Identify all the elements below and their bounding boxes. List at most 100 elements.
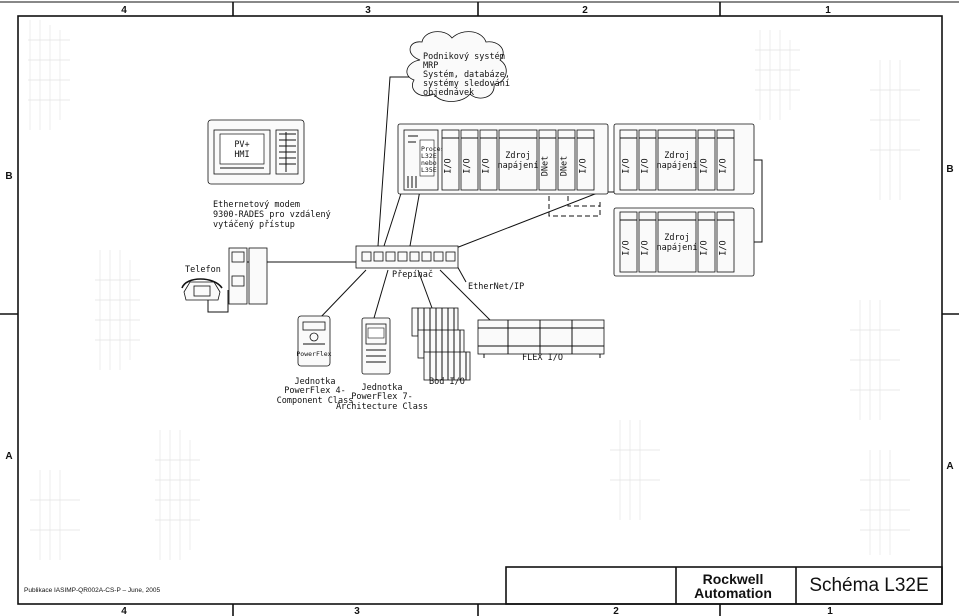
cloud-line-2: MRP: [423, 61, 438, 71]
column-marker-top-4: 4: [121, 5, 127, 16]
processor-label-line-1: Procesor: [421, 145, 452, 153]
chassis-slot: [657, 211, 697, 273]
powerflex7-label-line-3: Architecture Class: [336, 402, 428, 412]
ethernet-switch: [355, 245, 459, 269]
chassis-slot: [716, 211, 735, 273]
network-label: EtherNet/IP: [468, 282, 524, 292]
row-marker-left-b: B: [5, 171, 12, 182]
slot-label: I/O: [444, 158, 454, 173]
switch-port: [397, 251, 408, 262]
title-block: [505, 566, 943, 605]
switch-port: [433, 251, 444, 262]
chassis-slot: [619, 129, 638, 191]
switch-port: [445, 251, 456, 262]
column-marker-top-3: 3: [365, 5, 371, 16]
switch-port: [421, 251, 432, 262]
chassis-slot: [716, 129, 735, 191]
rockwell-logo-line-1: Rockwell: [703, 571, 764, 587]
enterprise-system-cloud: Podnikový systém MRP Systém, databáze, s…: [406, 31, 510, 102]
row-marker-right-a: A: [946, 461, 953, 472]
slot-label: I/O: [719, 158, 729, 173]
hmi-label-line-1: PV+: [234, 140, 249, 150]
processor-label-line-2: L32E: [421, 152, 437, 160]
column-marker-bottom-2: 2: [613, 606, 619, 616]
chassis-slot: [619, 211, 638, 273]
processor-label-line-3: nebo: [421, 159, 437, 167]
flex-io-modules: [477, 319, 605, 358]
telephone-icon: [181, 278, 223, 301]
slot-label: I/O: [641, 240, 651, 255]
switch-port: [361, 251, 372, 262]
cloud-line-5: objednávek: [423, 88, 474, 98]
ethernet-modem-device: [228, 247, 268, 305]
modem-label-line-1: Ethernetový modem: [213, 200, 300, 210]
power-supply-label: Zdroj: [505, 151, 531, 161]
chassis-slot: [460, 129, 479, 191]
power-supply-label: napájení: [657, 161, 698, 171]
processor-label-line-4: L35E: [421, 166, 437, 174]
switch-port: [409, 251, 420, 262]
slot-label: DNet: [541, 156, 551, 176]
cloud-line-1: Podnikový systém: [423, 51, 505, 62]
powerflex-4-drive: PowerFlex: [296, 315, 332, 367]
slot-label: I/O: [700, 240, 710, 255]
switch-port: [373, 251, 384, 262]
cloud-line-4: systémy sledování: [423, 78, 510, 89]
background-texture: [28, 20, 920, 560]
slot-label: I/O: [579, 158, 589, 173]
powerflex-7-drive: [361, 317, 391, 375]
row-marker-right-b: B: [946, 164, 953, 175]
slot-label: I/O: [700, 158, 710, 173]
powerflex4-label-line-2: PowerFlex 4-: [284, 386, 345, 396]
powerflex7-label-line-2: PowerFlex 7-: [351, 392, 412, 402]
controllogix-chassis-1: Procesor L32E nebo L35E I/O I/O I/O Zdrojna…: [397, 123, 609, 195]
power-supply-label: Zdroj: [664, 233, 690, 243]
slot-label: I/O: [622, 240, 632, 255]
switch-label: Přepínač: [392, 269, 433, 280]
panelview-hmi-terminal: PV+ HMI: [207, 119, 305, 185]
column-marker-bottom-3: 3: [354, 606, 360, 616]
telefon-label: Telefon: [185, 265, 221, 275]
modem-label-line-3: vytáčený přístup: [213, 219, 295, 230]
slot-label: I/O: [482, 158, 492, 173]
chassis-slot: [576, 129, 595, 191]
column-marker-top-1: 1: [825, 5, 831, 16]
cloud-line-3: Systém, databáze,: [423, 69, 510, 80]
modem-label-line-2: 9300-RADES pro vzdálený: [213, 210, 331, 220]
rockwell-logo-line-2: Automation: [694, 585, 772, 601]
slot-label: I/O: [719, 240, 729, 255]
chassis-slot: [479, 129, 498, 191]
column-marker-bottom-4: 4: [121, 606, 127, 616]
chassis-slot: [538, 129, 557, 191]
chassis-slot: [697, 129, 716, 191]
slot-label: DNet: [560, 156, 570, 176]
publication-id: Publikace IASIMP-QR002A-CS-P – June, 200…: [24, 587, 160, 594]
flexio-label: FLEX I/O: [522, 353, 563, 363]
slot-label: I/O: [641, 158, 651, 173]
power-supply-label: Zdroj: [664, 151, 690, 161]
powerflex4-label-line-3: Component Class: [277, 396, 354, 406]
power-supply-label: napájení: [657, 243, 698, 253]
bodio-label: Bod I/O: [429, 377, 465, 387]
power-supply-label: napájení: [498, 161, 539, 171]
point-io-rack: [423, 351, 471, 381]
switch-port: [385, 251, 396, 262]
point-io-modules: [411, 307, 471, 381]
chassis-slot: [441, 129, 460, 191]
column-marker-bottom-1: 1: [827, 606, 833, 616]
chassis-slot: [638, 211, 657, 273]
chassis-slot: [657, 129, 697, 191]
drawing-title: Schéma L32E: [809, 575, 928, 596]
slot-label: I/O: [622, 158, 632, 173]
chassis-slot: [638, 129, 657, 191]
hmi-label-line-2: HMI: [234, 150, 249, 160]
slot-label: I/O: [463, 158, 473, 173]
powerflex7-label-line-1: Jednotka: [362, 383, 403, 393]
chassis-slot: [498, 129, 538, 191]
powerflex4-label-line-1: Jednotka: [295, 377, 336, 387]
powerflex4-badge: PowerFlex: [296, 350, 331, 358]
